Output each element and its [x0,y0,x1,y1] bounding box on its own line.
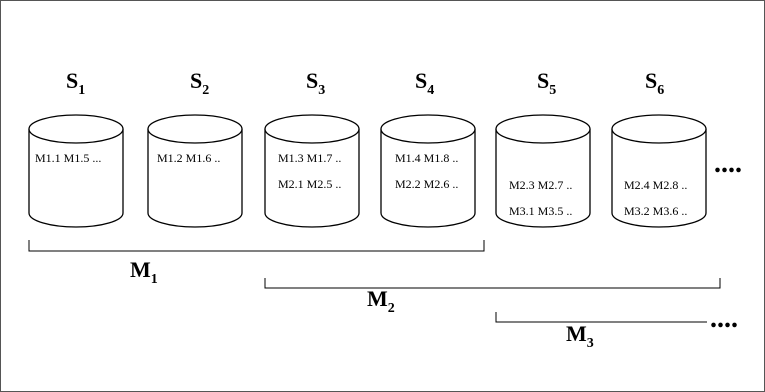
shard-list-line: M2.2 M2.6 .. [395,177,458,191]
group-bracket-m3 [495,312,707,323]
server-label-s6: S6 [645,68,664,98]
shard-list-line: M1.3 M1.7 .. [278,151,341,165]
shard-list-line: M1.2 M1.6 .. [157,151,220,165]
group-bracket-m1 [28,240,485,252]
shard-list-line: M2.3 M2.7 .. [509,178,572,192]
server-cylinder-s3: M1.3 M1.7 .. M2.1 M2.5 .. [264,114,360,228]
shard-list-line: M2.1 M2.5 .. [278,177,341,191]
server-label-s4: S4 [415,68,434,98]
shard-list-line: M3.1 M3.5 .. [509,204,572,218]
server-cylinder-s5: M2.3 M2.7 .. M3.1 M3.5 .. [495,114,591,228]
server-label-s5: S5 [537,68,556,98]
server-label-s3: S3 [306,68,325,98]
more-servers-ellipsis: .... [714,148,742,179]
shard-list-line: M2.4 M2.8 .. [624,178,687,192]
group-continuation-ellipsis: .... [710,303,738,334]
group-label-m2: M2 [367,286,395,316]
shard-list-line: M1.4 M1.8 .. [395,151,458,165]
shard-list-line: M3.2 M3.6 .. [624,204,687,218]
server-cylinder-s6: M2.4 M2.8 .. M3.2 M3.6 .. [611,114,707,228]
group-bracket-m2 [264,278,721,289]
server-label-s2: S2 [190,68,209,98]
shard-list-line: M1.1 M1.5 ... [35,151,101,165]
server-label-s1: S1 [66,68,85,98]
server-cylinder-s1: M1.1 M1.5 ... [28,114,124,228]
group-label-m3: M3 [566,321,594,351]
group-label-m1: M1 [130,257,158,287]
server-cylinder-s2: M1.2 M1.6 .. [147,114,243,228]
server-cylinder-s4: M1.4 M1.8 .. M2.2 M2.6 .. [380,114,476,228]
